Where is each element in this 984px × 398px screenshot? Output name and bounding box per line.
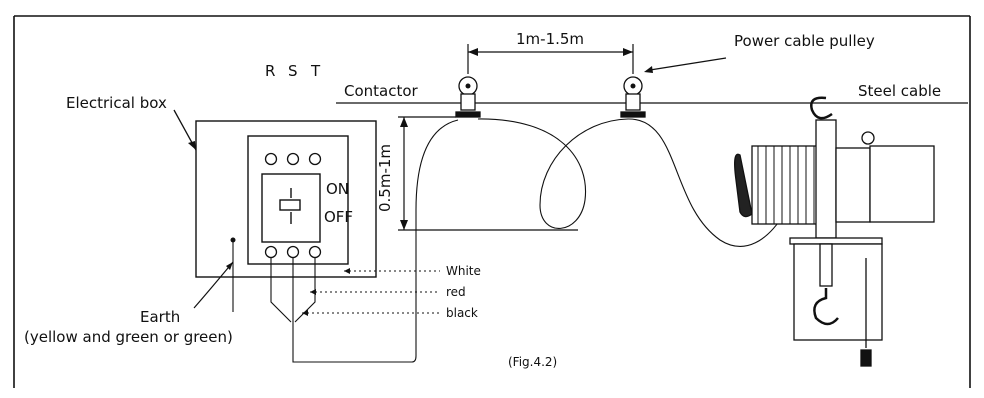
box-wires: [232, 119, 459, 363]
earth-leader: [193, 261, 234, 309]
pulley-leader: [649, 57, 727, 71]
label-electrical-box: Electrical box: [66, 94, 167, 112]
pulley-right: [620, 76, 646, 118]
label-contactor: Contactor: [344, 82, 419, 100]
pulley-left: [455, 76, 481, 118]
label-pulley-spacing: 1m-1.5m: [516, 30, 584, 48]
label-sag-height: 0.5m-1m: [376, 144, 394, 212]
box-leader-head: [188, 141, 196, 150]
wire-color-red: red: [446, 285, 466, 299]
terminal-r-label: R: [265, 62, 275, 80]
pulley-left-axle: [465, 83, 471, 89]
wire-color-black: black: [446, 306, 478, 320]
pulley-right-axle: [630, 83, 636, 89]
sag-height-dimension: [398, 116, 578, 231]
label-switch-off: OFF: [324, 208, 353, 226]
label-switch-on: ON: [326, 180, 349, 198]
earth-leader-head: [226, 262, 233, 270]
power-cable-loop: [477, 118, 785, 247]
pulley-leader-head: [644, 66, 653, 73]
terminal-screws: [264, 152, 322, 259]
wire-color-white: White: [446, 264, 481, 278]
pulley-spacing-dimension: [467, 44, 634, 74]
frame: [13, 15, 971, 388]
terminal-s-label: S: [288, 62, 298, 80]
electric-hoist: [734, 96, 935, 367]
label-steel-cable: Steel cable: [858, 82, 941, 100]
wire-leader-heads: [302, 268, 350, 316]
label-power-cable-pulley: Power cable pulley: [734, 32, 875, 50]
terminal-t-label: T: [310, 62, 321, 80]
electrical-box: [195, 120, 377, 278]
figure-caption: (Fig.4.2): [508, 355, 557, 369]
wire-leaders: [302, 270, 440, 314]
label-earth: Earth: [140, 308, 180, 326]
label-earth-colors: (yellow and green or green): [24, 328, 233, 346]
